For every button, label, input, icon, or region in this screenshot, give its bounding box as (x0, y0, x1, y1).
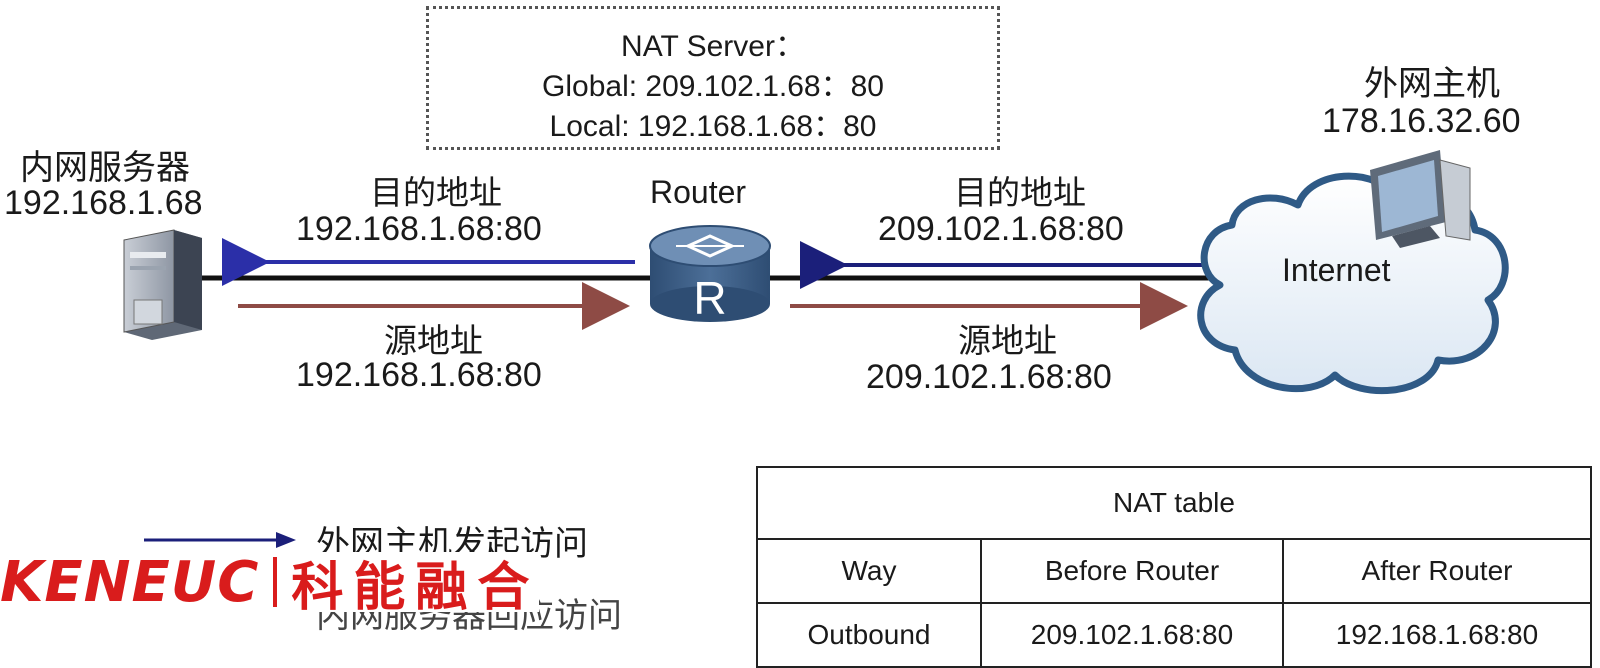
right-src-address: 209.102.1.68:80 (866, 358, 1112, 396)
left-dest-label: 目的地址 (370, 173, 502, 212)
logo-divider (273, 557, 278, 607)
table-row: Outbound 209.102.1.68:80 192.168.1.68:80 (756, 602, 1592, 668)
intranet-server-label: 内网服务器 (20, 148, 190, 188)
nat-server-global: Global: 209.102.1.68：80 (542, 70, 884, 103)
nat-table-title: NAT table (756, 466, 1592, 540)
logo-cn-text: 科能融合 (291, 557, 540, 618)
left-src-label: 源地址 (384, 321, 483, 360)
logo-text: KENEUC (0, 549, 260, 615)
nat-table: NAT table Way Before Router After Router… (756, 466, 1592, 668)
nat-server-box: NAT Server： Global: 209.102.1.68：80 Loca… (426, 6, 1000, 150)
router-letter: R (693, 272, 726, 324)
nat-table-header-after: After Router (1282, 538, 1592, 604)
right-dest-address: 209.102.1.68:80 (878, 210, 1124, 248)
right-src-label: 源地址 (958, 321, 1057, 360)
nat-server-local: Local: 192.168.1.68：80 (549, 110, 877, 143)
internet-label: Internet (1282, 252, 1391, 288)
external-host-label: 外网主机 (1364, 64, 1500, 104)
external-host-ip: 178.16.32.60 (1322, 102, 1521, 140)
nat-table-header-before: Before Router (980, 538, 1284, 604)
computer-icon (1370, 150, 1471, 248)
left-src-address: 192.168.1.68:80 (296, 356, 542, 394)
table-cell: Outbound (756, 602, 982, 668)
left-dest-address: 192.168.1.68:80 (296, 210, 542, 248)
router-label: Router (650, 174, 747, 210)
server-icon (123, 229, 202, 340)
intranet-server-ip: 192.168.1.68 (4, 184, 203, 222)
traffic-arrows (222, 238, 1205, 330)
nat-server-title: NAT Server： (621, 30, 805, 63)
router-icon: R (649, 225, 771, 324)
table-cell: 192.168.1.68:80 (1282, 602, 1592, 668)
nat-table-header-way: Way (756, 538, 982, 604)
table-cell: 209.102.1.68:80 (980, 602, 1284, 668)
right-dest-label: 目的地址 (954, 173, 1086, 212)
diagram-canvas: R (123, 150, 1509, 395)
legend-request-arrow (144, 532, 296, 548)
brand-logo: KENEUC 科能融合 (0, 549, 540, 618)
